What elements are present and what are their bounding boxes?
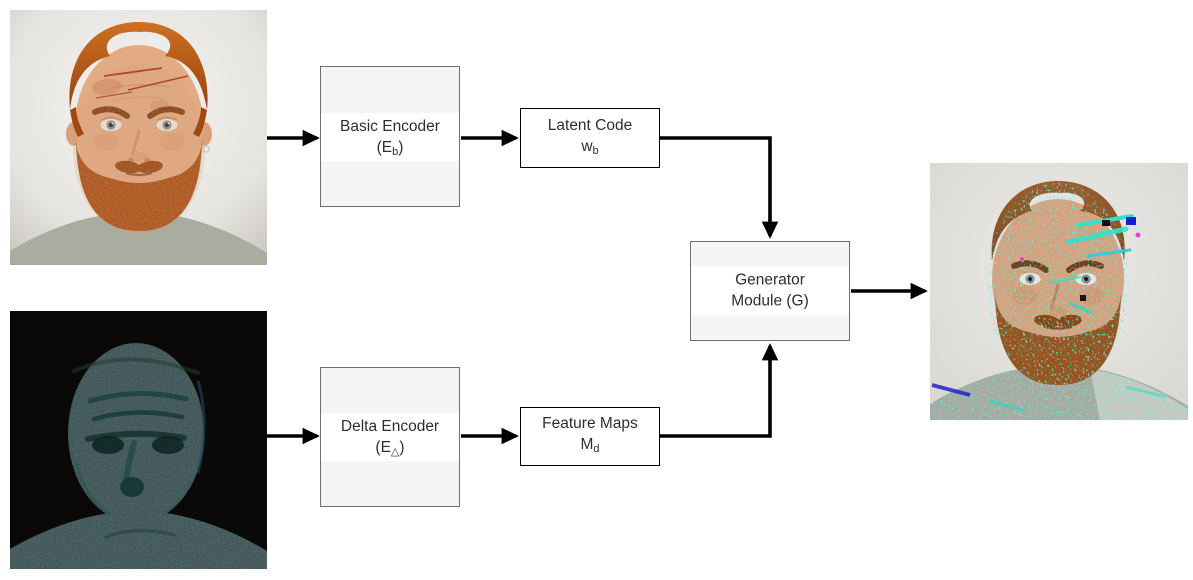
node-generator-module: Generator Module (G) [690, 241, 850, 341]
delta-residual-map [10, 311, 267, 569]
basic-encoder-symbol: (Eb) [376, 138, 404, 158]
latent-code-symbol: wb [581, 137, 599, 157]
delta-encoder-symbol: (E△) [375, 439, 405, 458]
generator-line2: Module (G) [731, 292, 809, 310]
node-feature-maps: Feature Maps Md [520, 407, 660, 466]
generator-line1: Generator [735, 271, 805, 289]
input-face-illustration [10, 10, 267, 265]
feature-maps-title: Feature Maps [542, 415, 638, 432]
node-latent-code: Latent Code wb [520, 108, 660, 168]
arrow-feature-maps-to-generator [660, 343, 779, 438]
node-delta-encoder: Delta Encoder (E△) [320, 367, 460, 507]
input-face-photo [10, 10, 267, 265]
node-basic-encoder: Basic Encoder (Eb) [320, 66, 460, 207]
latent-code-title: Latent Code [547, 116, 633, 134]
scratch-mark [103, 67, 163, 77]
basic-encoder-title: Basic Encoder [340, 117, 440, 135]
delta-encoder-title: Delta Encoder [340, 418, 440, 435]
generated-face-illustration [930, 163, 1188, 420]
delta-residual-illustration [10, 311, 267, 569]
arrow-latent-code-to-generator [660, 136, 779, 239]
generated-face-photo [930, 163, 1188, 420]
feature-maps-symbol: Md [580, 436, 600, 455]
